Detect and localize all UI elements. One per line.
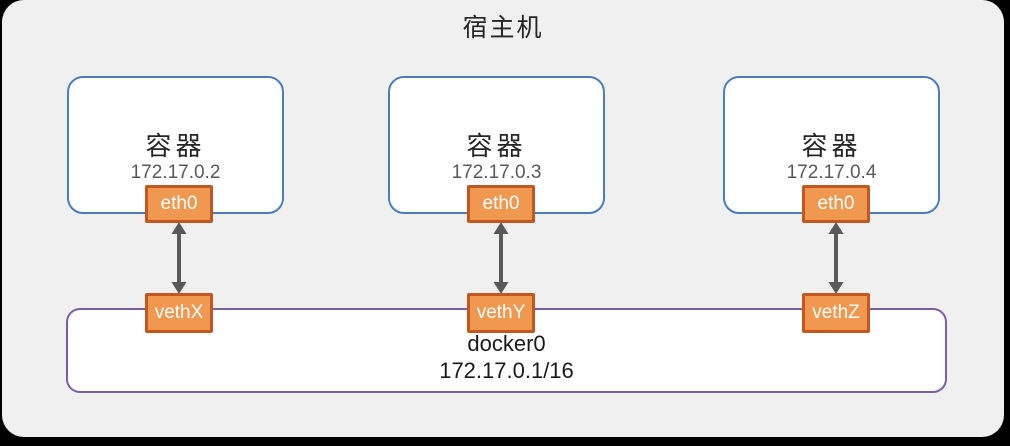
double-arrow-icon bbox=[171, 222, 187, 294]
veth-pair-arrow-2 bbox=[490, 221, 512, 295]
veth-pair-arrow-1 bbox=[168, 221, 190, 295]
double-arrow-icon bbox=[828, 222, 844, 294]
host-title: 宿主机 bbox=[462, 15, 544, 42]
vethZ-interface: vethZ bbox=[802, 293, 870, 333]
eth0-interface-2: eth0 bbox=[467, 185, 535, 223]
bridge-cidr: 172.17.0.1/16 bbox=[439, 358, 574, 383]
container-ip: 172.17.0.2 bbox=[130, 162, 221, 183]
container-ip: 172.17.0.3 bbox=[451, 162, 542, 183]
veth-pair-arrow-3 bbox=[825, 221, 847, 295]
bridge-name: docker0 bbox=[467, 331, 546, 356]
container-label: 容器 bbox=[801, 132, 862, 161]
host-panel: 宿主机 容器 172.17.0.2 eth0 vethX 容器 172.17.0… bbox=[2, 0, 1004, 437]
vethX-interface: vethX bbox=[145, 293, 213, 333]
vethY-interface: vethY bbox=[467, 293, 535, 333]
eth0-interface-1: eth0 bbox=[145, 185, 213, 223]
eth0-interface-3: eth0 bbox=[802, 185, 870, 223]
container-label: 容器 bbox=[145, 132, 206, 161]
container-label: 容器 bbox=[466, 132, 527, 161]
double-arrow-icon bbox=[493, 222, 509, 294]
container-ip: 172.17.0.4 bbox=[786, 162, 877, 183]
